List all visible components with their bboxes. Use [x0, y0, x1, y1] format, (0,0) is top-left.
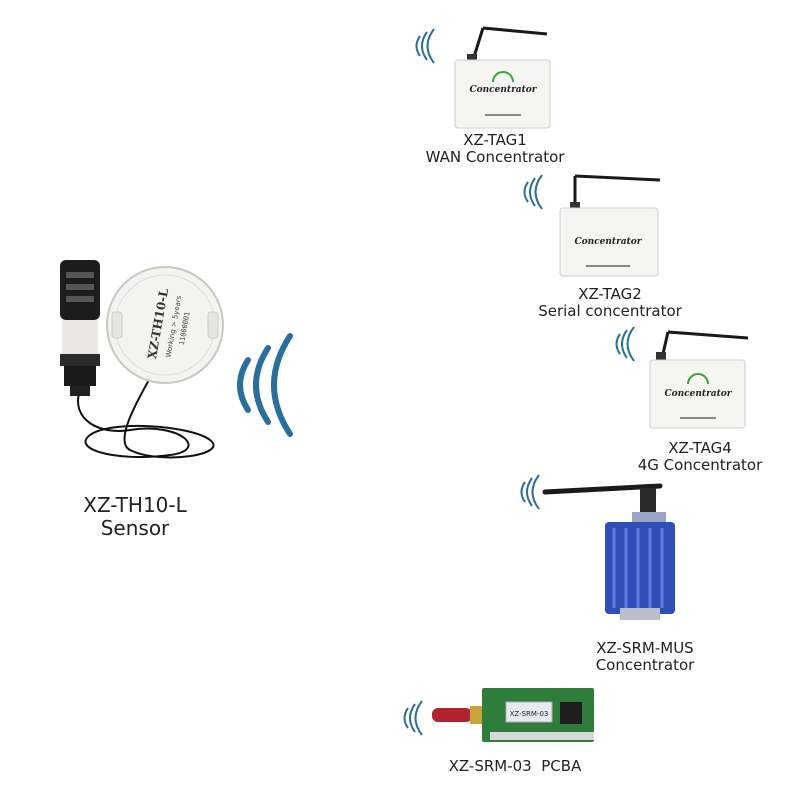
device-model-text: XZ-SRM-MUS	[596, 639, 694, 657]
device-label-xz-tag2: XZ-TAG2 Serial concentrator	[530, 285, 690, 321]
device-model-text: XZ-TAG2	[578, 285, 642, 303]
router-icon: Concentrator	[454, 26, 551, 129]
device-label-pcba: XZ-SRM-03 PCBA	[420, 757, 610, 775]
device-desc-text: Serial concentrator	[538, 302, 682, 321]
sensor-label: XZ-TH10-L Sensor	[60, 494, 210, 540]
router-icon: Concentrator	[559, 174, 661, 277]
device-desc-text: WAN Concentrator	[425, 148, 565, 167]
router-icon: Concentrator	[649, 330, 749, 429]
sensor-cable	[77, 359, 215, 459]
sensor-enclosure: XZ-TH10-L Working > 5years 11000001	[106, 266, 224, 384]
device-model-text: XZ-TAG4	[668, 439, 732, 457]
antenna-icon	[432, 708, 472, 722]
svg-text:Concentrator: Concentrator	[469, 85, 537, 95]
rf-module-icon	[542, 483, 675, 620]
device-desc-text: 4G Concentrator	[637, 456, 763, 475]
wifi-signal-icon	[615, 326, 635, 362]
sensor-model-text: XZ-TH10-L	[83, 493, 187, 517]
antenna-icon	[542, 483, 663, 495]
device-label-xz-tag1: XZ-TAG1 WAN Concentrator	[420, 131, 570, 167]
wifi-signal-icon	[415, 28, 435, 64]
wifi-signal-icon	[403, 700, 423, 736]
pcb-chip-label: XZ-SRM-03	[510, 710, 549, 718]
pcb-board-icon: XZ-SRM-03	[432, 688, 594, 742]
wifi-signal-icon	[523, 174, 543, 210]
device-model-text: XZ-TAG1	[463, 131, 527, 149]
wifi-signal-icon	[520, 474, 540, 510]
sensor-device: XZ-TH10-L Working > 5years 11000001	[60, 260, 224, 459]
device-label-xz-srm-mus: XZ-SRM-MUS Concentrator	[570, 639, 720, 675]
wifi-signal-icon	[237, 333, 293, 437]
device-label-xz-tag4: XZ-TAG4 4G Concentrator	[625, 439, 775, 475]
svg-text:Concentrator: Concentrator	[664, 389, 732, 399]
sensor-probe-icon	[60, 260, 100, 396]
device-model-text: XZ-SRM-03 PCBA	[448, 757, 582, 775]
sensor-type-text: Sensor	[100, 516, 170, 540]
svg-text:Concentrator: Concentrator	[574, 237, 642, 247]
device-desc-text: Concentrator	[595, 656, 695, 675]
